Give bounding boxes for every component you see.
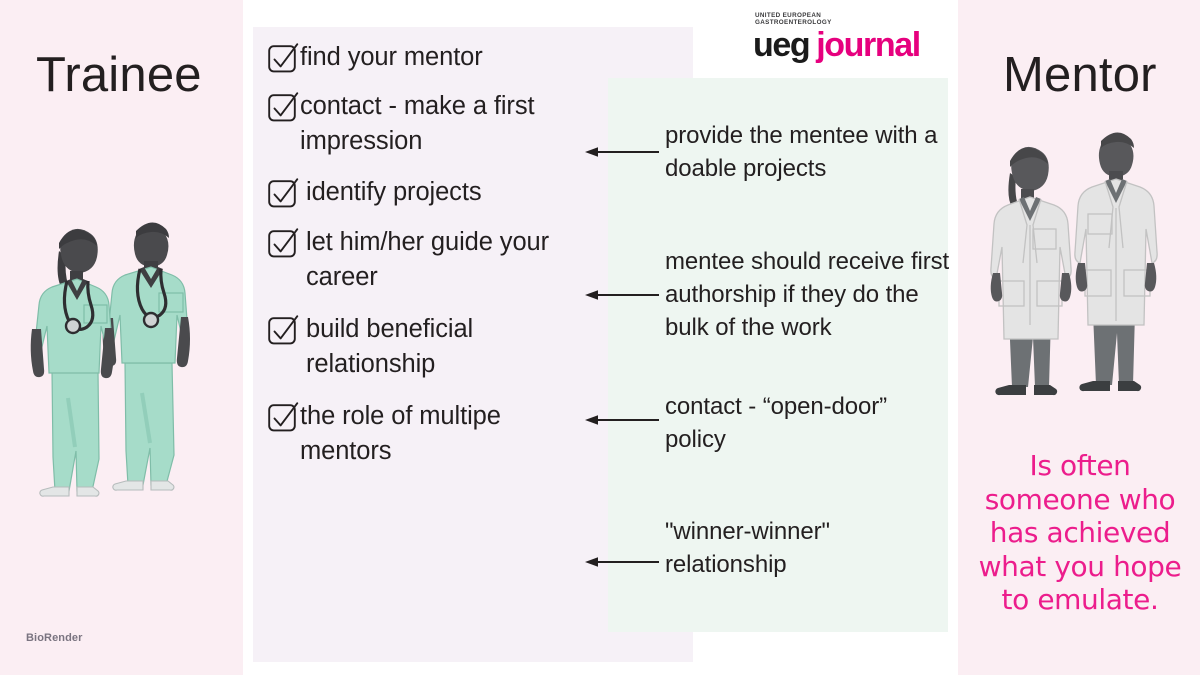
checkbox-checked-icon[interactable] [268,178,299,208]
mentor-note: "winner-winner" relationship [665,518,830,578]
checklist-item[interactable]: let him/her guide your career [268,225,598,295]
checklist-item[interactable]: build beneficial relationship [268,312,598,382]
checklist-item[interactable]: contact - make a first impression [268,89,598,159]
checklist-item-label: the role of multipe mentors [300,402,501,465]
logo-org-line-1: UNITED EUROPEAN [755,12,822,19]
mentor-male [1074,132,1158,392]
mentor-female [990,146,1072,396]
trainee-female [30,228,114,497]
checklist-item-label: find your mentor [300,43,483,71]
checklist-item[interactable]: find your mentor [268,40,598,75]
trainees-illustration [22,193,222,515]
arrow-left-icon [585,555,659,569]
checkbox-checked-icon[interactable] [268,402,299,432]
checklist-item[interactable]: the role of multipe mentors [268,399,598,469]
checklist-item-label: identify projects [306,178,482,206]
trainee-male [102,222,190,491]
checklist-item-label: contact - make a first impression [300,92,535,155]
mentor-notes-panel [608,78,948,632]
checkbox-checked-icon[interactable] [268,92,299,122]
mentor-note: provide the mentee with a doable project… [665,122,938,182]
mentor-description-text: Is often someone who has achieved what y… [978,449,1182,616]
checkbox-checked-icon[interactable] [268,228,299,258]
checkbox-checked-icon[interactable] [268,43,299,73]
arrow-left-icon [585,413,659,427]
mentor-column-title: Mentor [1003,48,1157,102]
checkbox-checked-icon[interactable] [268,315,299,345]
trainee-checklist: find your mentor contact - make a first … [268,40,598,483]
mentors-illustration [985,113,1175,431]
logo-journal-text: journal [816,25,921,64]
checklist-item[interactable]: identify projects [268,175,598,210]
checklist-item-label: let him/her guide your career [306,228,550,291]
logo-organisation-name: UNITED EUROPEAN GASTROENTEROLOGY [755,12,903,27]
arrow-left-icon [585,288,659,302]
mentor-panel [958,0,1200,675]
logo-org-line-2: GASTROENTEROLOGY [755,19,832,27]
trainee-column-title: Trainee [36,48,202,102]
checklist-item-label: build beneficial relationship [306,315,474,378]
biorender-watermark: BioRender [26,632,83,644]
logo-ueg-text: ueg [753,25,811,64]
arrow-left-icon [585,145,659,159]
mentor-note: mentee should receive first authorship i… [665,248,950,341]
mentor-note: contact - “open-door” policy [665,393,888,453]
